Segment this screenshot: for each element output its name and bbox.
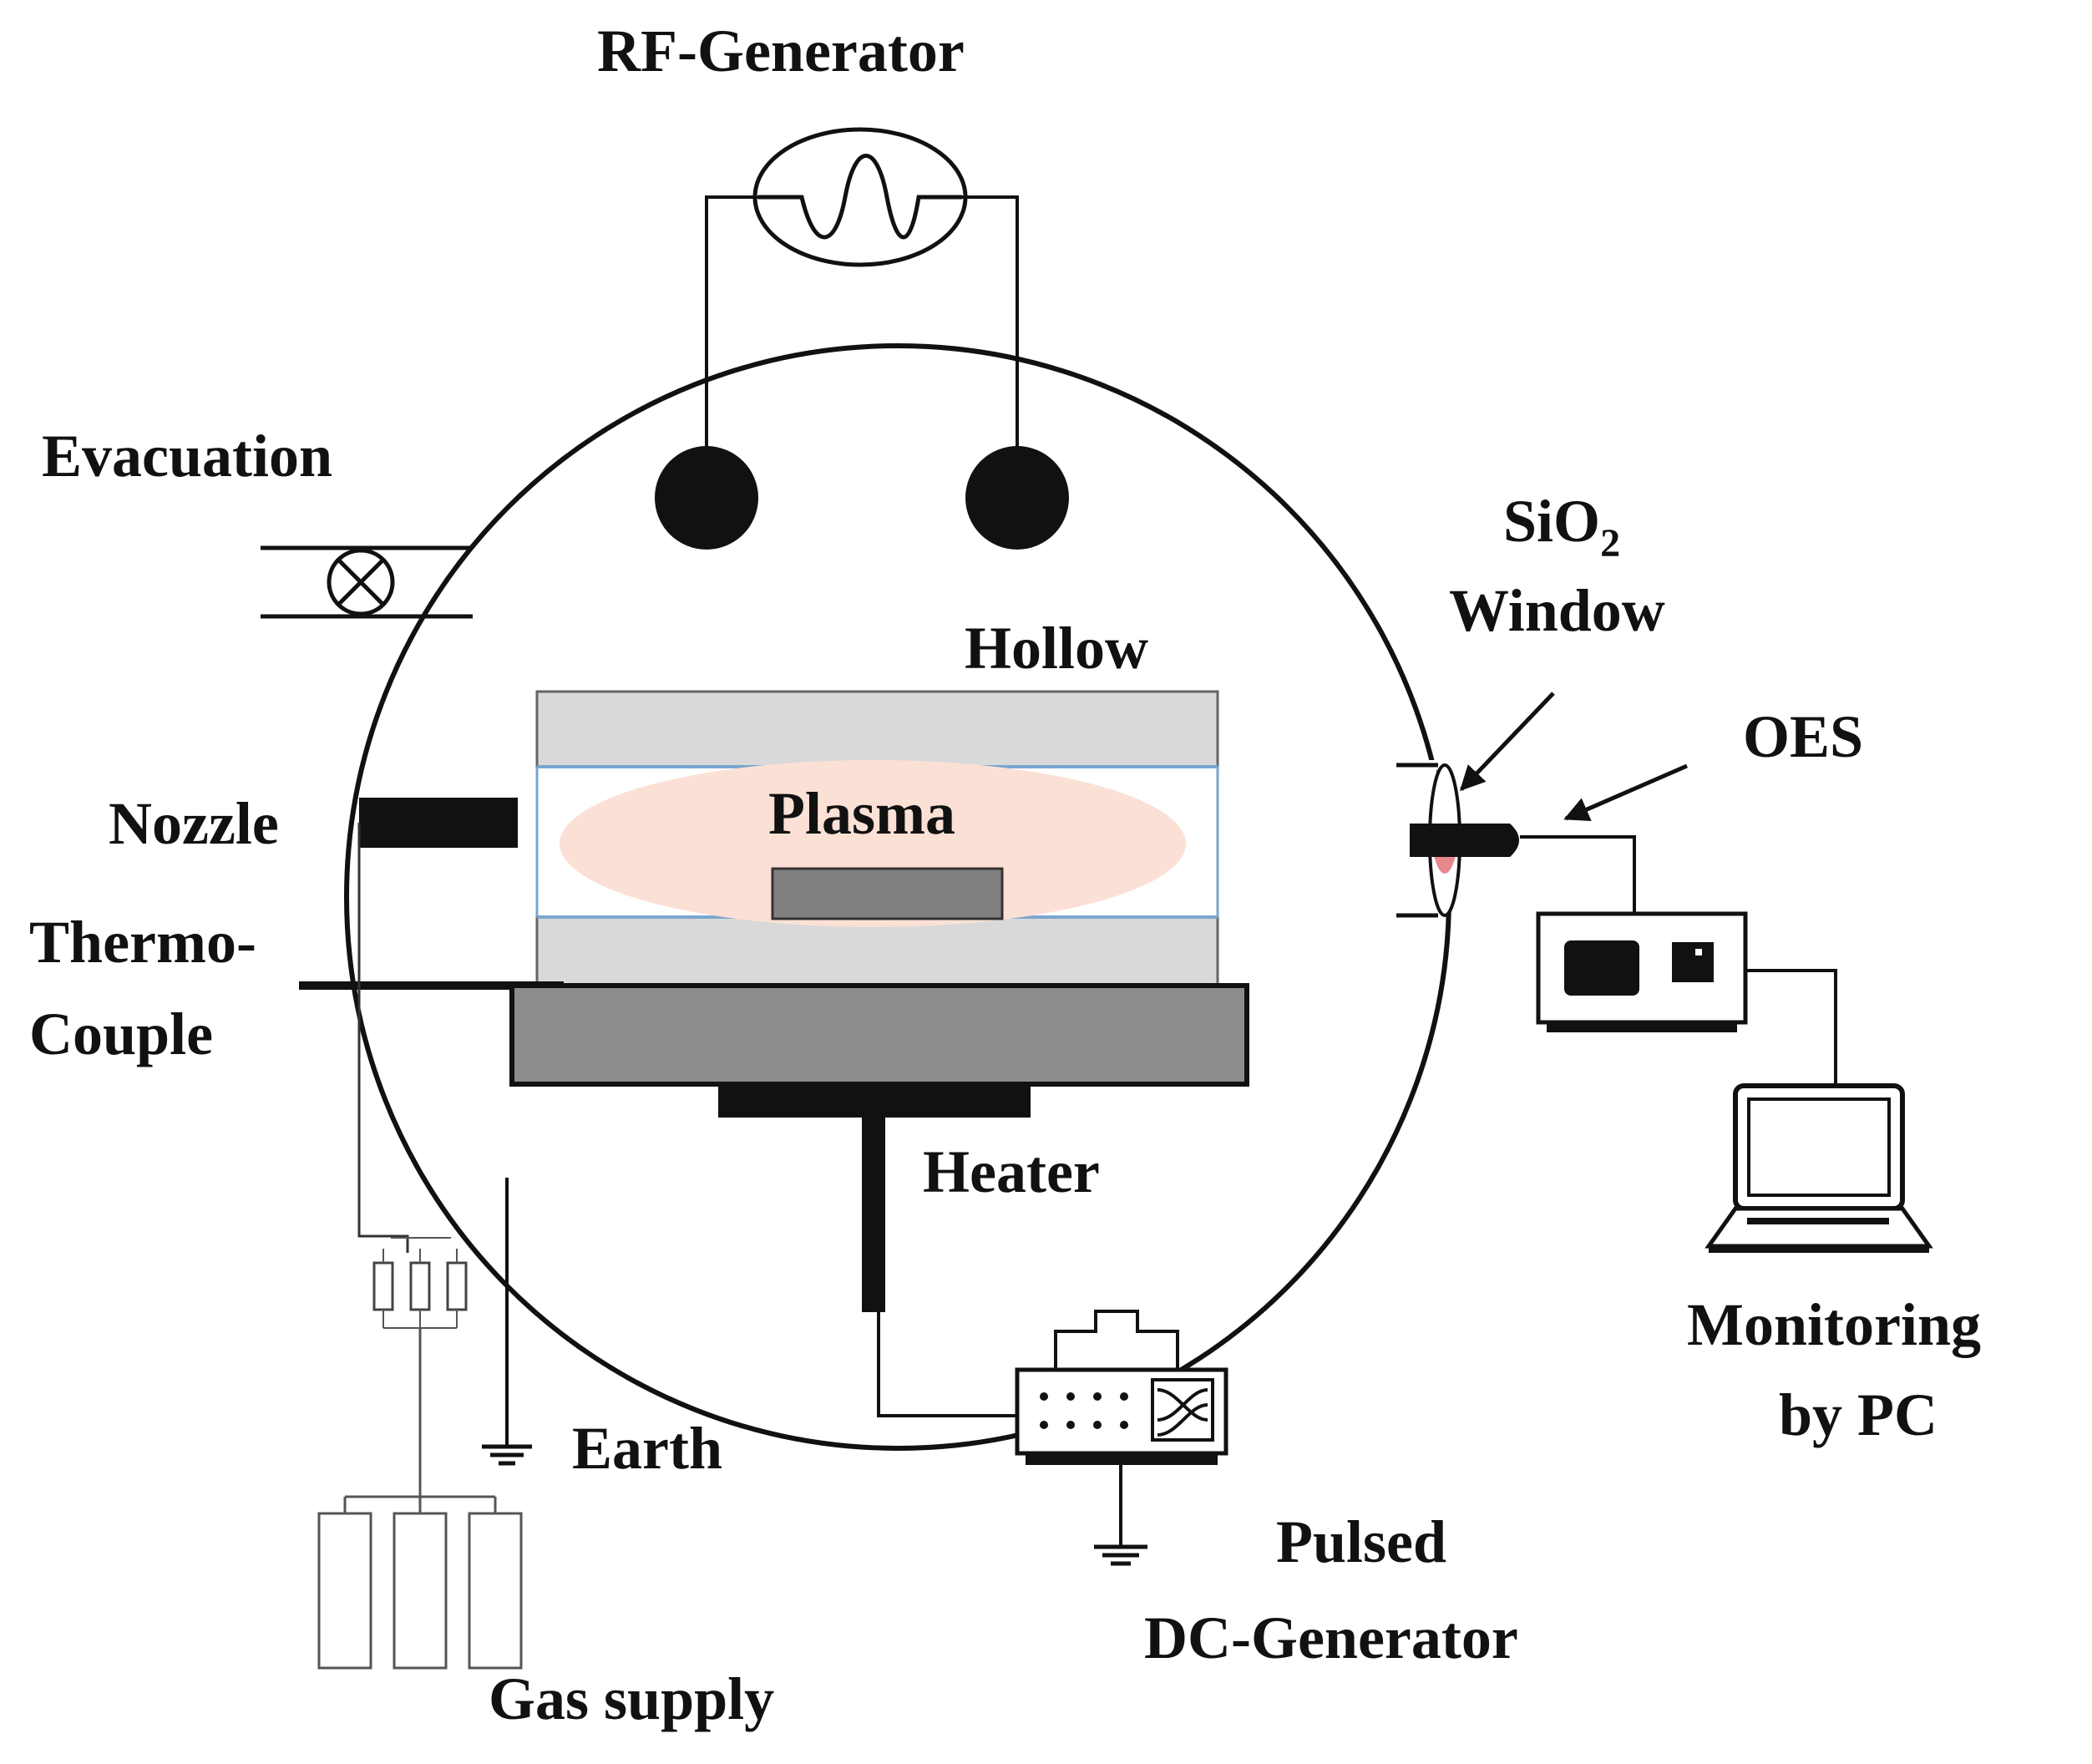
earth-ground xyxy=(482,1178,532,1466)
plasma-glow xyxy=(560,760,1186,927)
pulsed-label-line2: DC-Generator xyxy=(1144,1604,1518,1671)
oes-probe xyxy=(1410,824,1519,857)
rf-generator-label: RF-Generator xyxy=(597,18,965,84)
hollow-label: Hollow xyxy=(965,615,1148,682)
heater-column xyxy=(862,1118,885,1312)
nozzle xyxy=(359,798,518,848)
sio2-label-prefix: SiO xyxy=(1503,488,1600,555)
monitoring-label-line2: by PC xyxy=(1779,1381,1938,1448)
thermocouple-label-line1: Thermo- xyxy=(29,909,256,976)
heater-label: Heater xyxy=(923,1138,1100,1205)
sio2-label: SiO2 xyxy=(1503,488,1620,565)
evacuation-valve xyxy=(261,545,473,619)
hollow-bottom-plate xyxy=(535,915,1219,994)
heater-base xyxy=(718,1084,1031,1118)
thermocouple-label-line2: Couple xyxy=(29,1001,213,1067)
gas-flow-controllers-icon xyxy=(372,1249,468,1329)
spectrometer-knob-icon xyxy=(1672,942,1714,982)
rf-wave-icon xyxy=(758,154,962,240)
substrate xyxy=(771,867,1004,920)
gas-cylinders-icon xyxy=(317,1512,523,1670)
rf-electrode-right xyxy=(965,446,1069,550)
rf-generator xyxy=(655,127,1069,550)
sio2-window-port xyxy=(1370,760,1636,919)
evacuation-label: Evacuation xyxy=(42,423,332,489)
monitoring-pc xyxy=(1704,1083,1933,1253)
sio2-label-subscript: 2 xyxy=(1600,521,1620,565)
dc-ground-icon xyxy=(1094,1544,1147,1566)
plasma-label: Plasma xyxy=(768,780,955,847)
gas-supply-label: Gas supply xyxy=(489,1665,774,1732)
hollow-cathode xyxy=(535,690,1219,994)
oes-arrow xyxy=(1563,763,1688,821)
pulsed-label-line1: Pulsed xyxy=(1276,1508,1446,1575)
spectrometer-display-icon xyxy=(1564,940,1639,996)
heater xyxy=(509,983,1249,1312)
monitoring-label-line1: Monitoring xyxy=(1687,1291,1981,1358)
earth-label: Earth xyxy=(572,1415,722,1482)
pulsed-dc-generator xyxy=(877,1310,1228,1566)
nozzle-label: Nozzle xyxy=(109,790,279,857)
rf-electrode-left xyxy=(655,446,758,550)
window-label: Window xyxy=(1449,577,1665,644)
pulse-shape-icon xyxy=(1054,1310,1179,1370)
window-arrow xyxy=(1459,692,1555,792)
oes-spectrometer xyxy=(1536,911,1837,1086)
oes-label: OES xyxy=(1743,703,1863,770)
rf-lead-right xyxy=(962,195,1019,468)
earth-ground-icon xyxy=(482,1444,532,1466)
heater-stage xyxy=(509,983,1249,1087)
hollow-top-plate xyxy=(535,690,1219,768)
rf-lead-left xyxy=(705,195,758,468)
gas-supply xyxy=(317,823,523,1670)
laptop-keyboard-icon xyxy=(1704,1206,1933,1249)
